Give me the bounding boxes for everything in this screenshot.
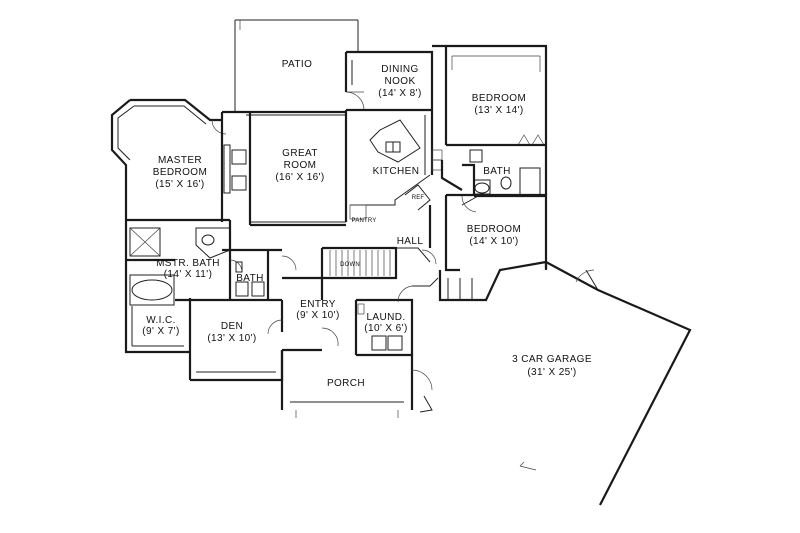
room-size-great-room: (16' X 16') bbox=[275, 172, 324, 183]
room-label-bedroom-1: BEDROOM bbox=[472, 93, 526, 104]
bedroom-2-walls bbox=[438, 193, 548, 302]
room-label-wic: W.I.C. bbox=[146, 315, 176, 326]
room-label-master-1: MASTER bbox=[158, 155, 202, 166]
room-size-den: (13' X 10') bbox=[207, 333, 256, 344]
room-size-garage: (31' X 25') bbox=[527, 367, 576, 378]
room-label-laund: LAUND. bbox=[366, 312, 405, 323]
bedroom-1-walls bbox=[432, 44, 548, 195]
room-size-wic: (9' X 7') bbox=[142, 326, 179, 337]
wic-walls bbox=[124, 298, 230, 380]
room-label-patio: PATIO bbox=[282, 59, 313, 70]
room-label-bath-2: BATH bbox=[236, 273, 264, 284]
master-bedroom-walls bbox=[110, 98, 230, 300]
room-label-mstr-bath: MSTR. BATH bbox=[156, 258, 220, 269]
room-label-garage: 3 CAR GARAGE bbox=[512, 354, 592, 365]
room-label-bath: BATH bbox=[483, 166, 511, 177]
patio-area bbox=[234, 19, 359, 112]
room-label-entry: ENTRY bbox=[300, 299, 336, 310]
room-size-master: (15' X 16') bbox=[155, 179, 204, 190]
room-size-bedroom-2: (14' X 10') bbox=[469, 236, 518, 247]
room-label-master-2: BEDROOM bbox=[153, 167, 207, 178]
entry-walls bbox=[282, 276, 358, 355]
room-label-hall: HALL bbox=[397, 236, 424, 247]
room-label-bedroom-2: BEDROOM bbox=[467, 224, 521, 235]
garage-walls bbox=[519, 261, 692, 506]
room-label-dining-nook-2: NOOK bbox=[384, 76, 415, 87]
room-size-mstr-bath: (14' X 11') bbox=[164, 269, 213, 280]
small-bath bbox=[222, 248, 297, 302]
ref-label: REF bbox=[412, 195, 425, 201]
kitchen-fixtures bbox=[344, 108, 463, 222]
master-bath-fixtures bbox=[126, 220, 243, 306]
room-label-great-room-2: ROOM bbox=[284, 160, 317, 171]
stairs-down-label: DOWN bbox=[340, 262, 360, 268]
porch-walls bbox=[280, 350, 433, 418]
stairs bbox=[320, 205, 437, 280]
room-label-kitchen: KITCHEN bbox=[373, 166, 420, 177]
pantry-label: PANTRY bbox=[352, 218, 377, 224]
room-label-dining-nook-1: DINING bbox=[381, 64, 418, 75]
room-size-entry: (9' X 10') bbox=[296, 310, 339, 321]
room-label-porch: PORCH bbox=[327, 378, 365, 389]
room-size-laund: (10' X 6') bbox=[364, 323, 407, 334]
great-room-walls bbox=[220, 110, 346, 227]
dining-nook-walls bbox=[344, 50, 434, 111]
room-size-bedroom-1: (13' X 14') bbox=[474, 105, 523, 116]
room-size-dining-nook: (14' X 8') bbox=[378, 88, 421, 99]
laundry-fixtures bbox=[356, 277, 439, 357]
room-label-great-room-1: GREAT bbox=[282, 148, 318, 159]
room-label-den: DEN bbox=[221, 321, 243, 332]
